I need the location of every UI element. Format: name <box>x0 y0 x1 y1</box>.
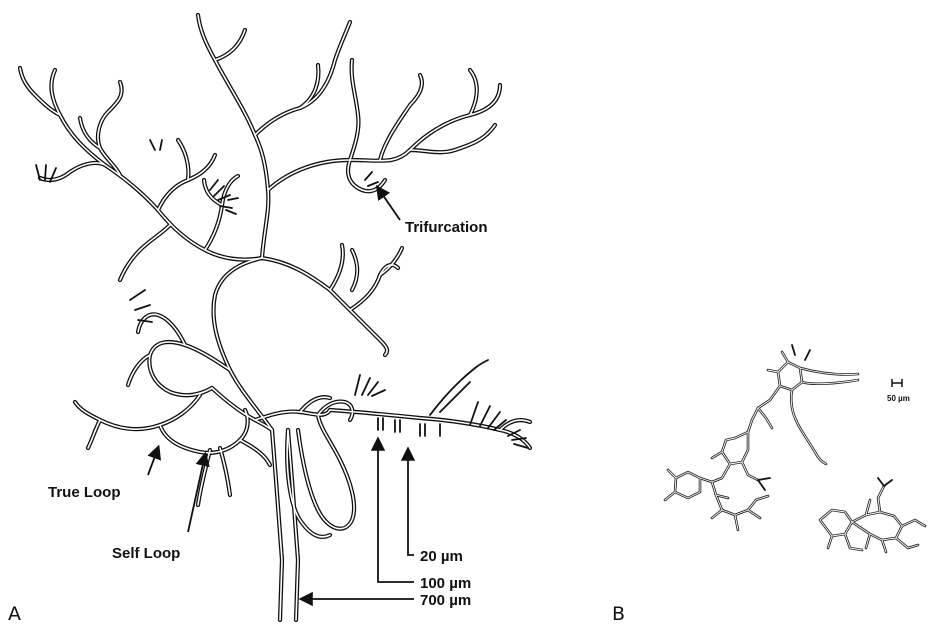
vessel-segment <box>120 225 170 280</box>
vessel-segment <box>213 258 272 430</box>
vessel-segment <box>768 352 788 372</box>
vessel-lumen <box>149 342 230 395</box>
vessel-lumen <box>350 60 358 160</box>
self-loop-label: Self Loop <box>112 545 180 562</box>
vessel-lumen <box>866 534 870 548</box>
vessel-segment <box>75 395 200 429</box>
vessel-lumen <box>268 85 500 190</box>
vessel-segment <box>215 30 245 60</box>
vessel-lumen <box>828 536 832 548</box>
panel-a-vessel-tree <box>20 15 530 620</box>
vessel-segment <box>204 180 222 205</box>
vessel-segment <box>268 85 500 190</box>
diameter-700-label: 700 µm <box>420 592 471 609</box>
vessel-segment <box>40 163 105 180</box>
vessel-segment <box>722 432 748 464</box>
vessel-segment <box>240 440 270 465</box>
vessel-lumen <box>712 510 722 518</box>
vessel-segment <box>878 486 884 512</box>
vessel-segment <box>796 420 826 464</box>
diameter-20-label: 20 µm <box>420 548 463 565</box>
vessel-lumen <box>88 420 100 448</box>
panel-b-letter: B <box>612 603 625 625</box>
vessel-segment <box>128 355 150 385</box>
vessel-lumen <box>712 452 722 458</box>
vessel-segment <box>742 462 758 480</box>
vessel-segment <box>160 410 248 453</box>
trifurcation-label: Trifurcation <box>405 219 488 236</box>
true-loop-label: True Loop <box>48 484 121 501</box>
vessel-lumen <box>748 386 780 432</box>
vessel-segment <box>262 258 387 355</box>
vessel-lumen <box>262 258 387 355</box>
panel-a-letter: A <box>8 603 21 625</box>
vessel-lumen <box>213 258 272 430</box>
panel-b-vessel-network <box>665 345 925 552</box>
vessel-lumen <box>255 22 350 135</box>
scale-bar-label: 50 µm <box>887 394 910 403</box>
vessel-lumen <box>712 482 728 498</box>
vessel-lumen <box>215 30 245 60</box>
vessel-lumen <box>866 500 870 515</box>
vessel-segment <box>138 314 185 345</box>
vessel-segment <box>778 362 802 390</box>
diameter-100-label: 100 µm <box>420 575 471 592</box>
scale-bar: 50 µm <box>887 379 910 403</box>
vessel-segment <box>820 510 852 536</box>
vessel-segment <box>255 22 350 135</box>
